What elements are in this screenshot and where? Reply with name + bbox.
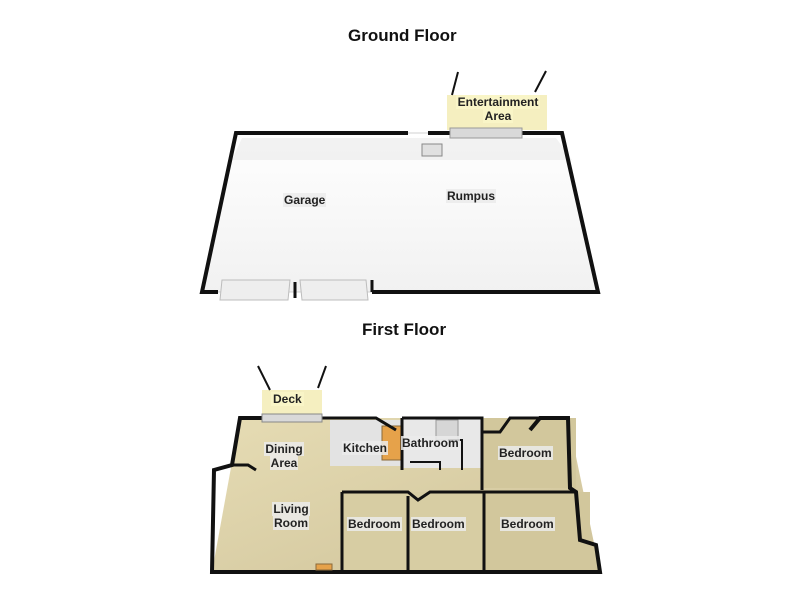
deck-post-left <box>257 365 271 391</box>
room-label-deck: Deck <box>271 392 304 406</box>
entertainment-label-line1: Entertainment <box>455 95 541 109</box>
room-label-garage: Garage <box>283 193 327 207</box>
kitchen-label-text: Kitchen <box>342 441 389 455</box>
living-label-line2: Room <box>273 516 309 530</box>
deck-label-text: Deck <box>271 392 304 406</box>
stair-rail <box>315 563 333 571</box>
room-label-bedroom-1: Bedroom <box>347 517 402 531</box>
wall-living-dining <box>232 463 257 472</box>
room-label-rumpus: Rumpus <box>446 189 496 203</box>
room-label-living-room: Living Room <box>268 502 314 530</box>
room-label-kitchen: Kitchen <box>342 441 389 455</box>
room-label-bedroom-ne: Bedroom <box>498 446 553 460</box>
rumpus-label-text: Rumpus <box>446 189 496 203</box>
wall-bath-corridor <box>410 461 441 470</box>
bedroom-1-floor <box>342 492 408 572</box>
entertainment-post-left <box>451 71 459 96</box>
dining-label-line1: Dining <box>264 442 304 456</box>
entertainment-label-line2: Area <box>482 109 514 123</box>
first-floor-title: First Floor <box>362 320 447 339</box>
ground-sink <box>421 143 443 157</box>
garage-door-right <box>299 279 369 301</box>
ground-wall-shade <box>232 138 572 160</box>
ground-wall-east <box>372 131 601 294</box>
bedroom-1-label-text: Bedroom <box>347 517 402 531</box>
dining-label-line2: Area <box>269 456 299 470</box>
ground-floor-plan <box>199 70 601 301</box>
deck-post-right <box>317 365 327 389</box>
garage-door-left <box>219 279 291 301</box>
entertainment-post-right <box>534 70 547 93</box>
wall-corridor-south <box>342 490 576 502</box>
first-wall-north <box>322 416 397 432</box>
bedroom-3-label-text: Bedroom <box>500 517 555 531</box>
first-wall-north-2 <box>402 416 540 434</box>
room-label-entertainment-area: Entertainment Area <box>452 95 544 123</box>
ground-wall-north-left <box>199 131 408 294</box>
ground-floor-title: Ground Floor <box>348 26 457 45</box>
garage-label-text: Garage <box>283 193 327 207</box>
room-label-bedroom-3: Bedroom <box>500 517 555 531</box>
bedroom-ne-label-text: Bedroom <box>498 446 553 460</box>
bathroom-label-text: Bathroom <box>401 436 460 450</box>
rumpus-sliding-door <box>449 127 523 139</box>
bedroom-3-floor <box>484 492 590 572</box>
room-label-dining-area: Dining Area <box>260 442 308 470</box>
first-wall-outer <box>209 416 340 574</box>
room-label-bathroom: Bathroom <box>401 436 460 450</box>
bedroom-2-label-text: Bedroom <box>411 517 466 531</box>
room-label-bedroom-2: Bedroom <box>411 517 466 531</box>
living-label-line1: Living <box>272 502 310 516</box>
bedroom-2-floor <box>410 492 482 572</box>
deck-sliding-door <box>261 413 323 423</box>
